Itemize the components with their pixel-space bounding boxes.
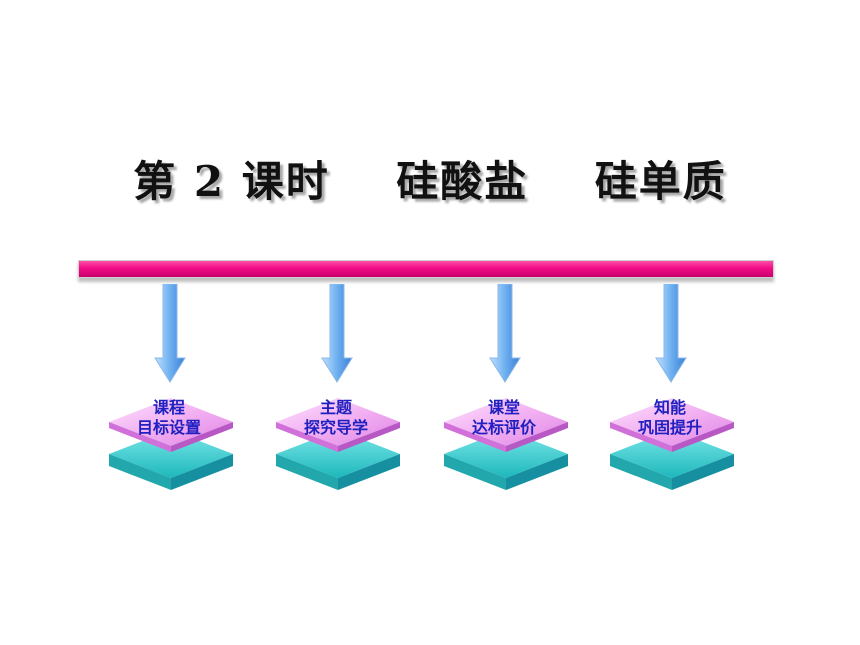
menu-item-label: 课堂 达标评价 — [440, 398, 568, 438]
menu-item-course-goals[interactable]: 课程 目标设置 — [105, 284, 237, 494]
label-line-2: 达标评价 — [471, 418, 536, 437]
label-line-2: 探究导学 — [303, 418, 368, 437]
menu-item-label: 知能 巩固提升 — [606, 398, 734, 438]
menu-item-label: 课程 目标设置 — [105, 398, 233, 438]
label-line-1: 知能 — [653, 398, 686, 417]
label-line-1: 主题 — [319, 398, 352, 417]
slide-title: 第 2 课时 硅酸盐 硅单质 — [133, 157, 727, 206]
down-arrow-icon — [321, 284, 353, 383]
down-arrow-icon — [154, 284, 186, 383]
menu-item-knowledge-consolidation[interactable]: 知能 巩固提升 — [606, 284, 738, 494]
menu-item-class-assessment[interactable]: 课堂 达标评价 — [440, 284, 572, 494]
down-arrow-icon — [489, 284, 521, 383]
label-line-1: 课程 — [152, 398, 185, 417]
label-line-2: 目标设置 — [136, 418, 201, 437]
layered-tile-icon — [276, 398, 400, 490]
layered-tile-icon — [109, 398, 233, 490]
label-line-2: 巩固提升 — [637, 418, 702, 437]
layered-tile-icon — [610, 398, 734, 490]
down-arrow-icon — [655, 284, 687, 383]
menu-item-label: 主题 探究导学 — [272, 398, 400, 438]
divider-bar — [78, 260, 774, 278]
label-line-1: 课堂 — [487, 398, 520, 417]
menu-item-topic-inquiry[interactable]: 主题 探究导学 — [272, 284, 404, 494]
layered-tile-icon — [444, 398, 568, 490]
